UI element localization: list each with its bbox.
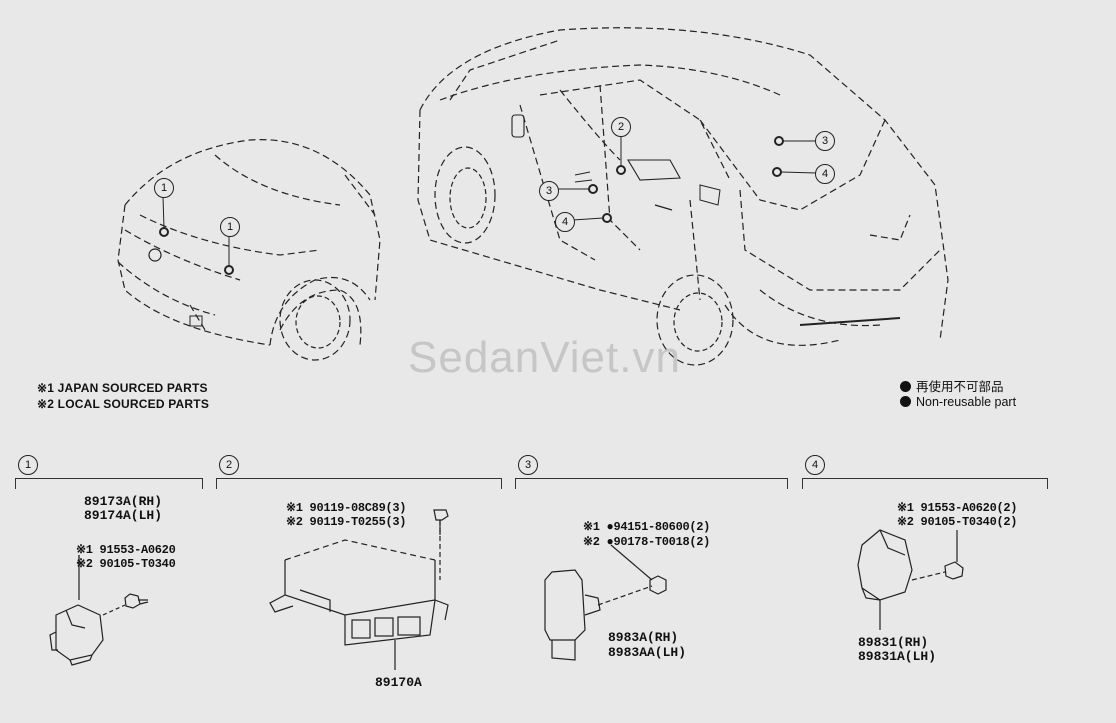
callout-3-front-door: 3 — [539, 181, 559, 201]
callout-2-floor: 2 — [611, 117, 631, 137]
bolt-number-japan: ※1 91553-A0620 — [76, 543, 176, 557]
rear-bumper — [799, 317, 901, 326]
leader-lines-rear — [557, 135, 817, 221]
legend-en: Non-reusable part — [900, 395, 1016, 409]
part-number-8983aa: 8983AA(LH) — [608, 645, 687, 660]
sensor-markers-rear — [588, 136, 784, 223]
bullet-icon — [900, 381, 911, 392]
front-wheel — [279, 279, 351, 361]
leader-lines-front — [162, 196, 230, 266]
part-number-89170a: 89170A — [375, 675, 422, 690]
section-4-bracket — [802, 478, 1048, 491]
rear-wheels — [434, 146, 734, 366]
bolt-number-japan: ※1 90119-08C89(3) — [286, 501, 407, 515]
legend-jp: 再使用不可部品 — [900, 376, 1004, 395]
section-1-bracket — [15, 478, 203, 491]
legend-en-text: Non-reusable part — [916, 395, 1017, 409]
callout-4-c-pillar: 4 — [815, 164, 835, 184]
section-3-bracket — [515, 478, 788, 491]
section-1-number: 1 — [18, 455, 38, 475]
rear-side-sensor-part — [857, 529, 964, 630]
door-handle-front — [574, 171, 593, 183]
bolt-number-japan: ※1 91553-A0620(2) — [897, 501, 1018, 515]
toyota-emblem — [148, 248, 162, 262]
bolt-number-local: ※2 90105-T0340(2) — [897, 515, 1018, 529]
seat — [699, 184, 721, 206]
center-console — [627, 159, 681, 181]
part-number-8983a: 8983A(RH) — [608, 630, 679, 645]
bullet-icon — [900, 396, 911, 407]
watermark: SedanViet.vn — [408, 333, 681, 382]
callout-4-front-door: 4 — [555, 212, 575, 232]
callout-3-c-pillar: 3 — [815, 131, 835, 151]
callout-1-bumper: 1 — [220, 217, 240, 237]
part-number-89831: 89831(RH) — [858, 635, 929, 650]
rear-vehicle-drawing — [417, 27, 949, 346]
bolt-number-local: ※2 ●90178-T0018(2) — [583, 535, 711, 549]
legend-jp-text: 再使用不可部品 — [916, 380, 1004, 394]
bolt-number-japan: ※1 ●94151-80600(2) — [583, 520, 711, 534]
front-vehicle-drawing — [117, 139, 381, 346]
side-mirror — [511, 114, 525, 138]
section-4-number: 4 — [805, 455, 825, 475]
section-2-number: 2 — [219, 455, 239, 475]
section-3-number: 3 — [518, 455, 538, 475]
callout-1-hood: 1 — [154, 178, 174, 198]
front-sensor-part — [49, 555, 149, 666]
note-japan-sourced: ※1 JAPAN SOURCED PARTS — [37, 381, 208, 395]
part-number-89173a: 89173A(RH) — [84, 494, 163, 509]
sensor-markers-front — [159, 227, 234, 275]
part-number-89831a: 89831A(LH) — [858, 649, 937, 664]
door-handle-rear — [654, 204, 673, 211]
airbag-sensor-ecu-part — [269, 509, 449, 670]
side-sensor-part — [544, 544, 667, 661]
bolt-number-local: ※2 90105-T0340 — [76, 557, 176, 571]
bolt-number-local: ※2 90119-T0255(3) — [286, 515, 407, 529]
part-number-89174a: 89174A(LH) — [84, 508, 163, 523]
note-local-sourced: ※2 LOCAL SOURCED PARTS — [37, 397, 210, 411]
fog-lamp — [189, 315, 203, 327]
section-2-bracket — [216, 478, 502, 491]
